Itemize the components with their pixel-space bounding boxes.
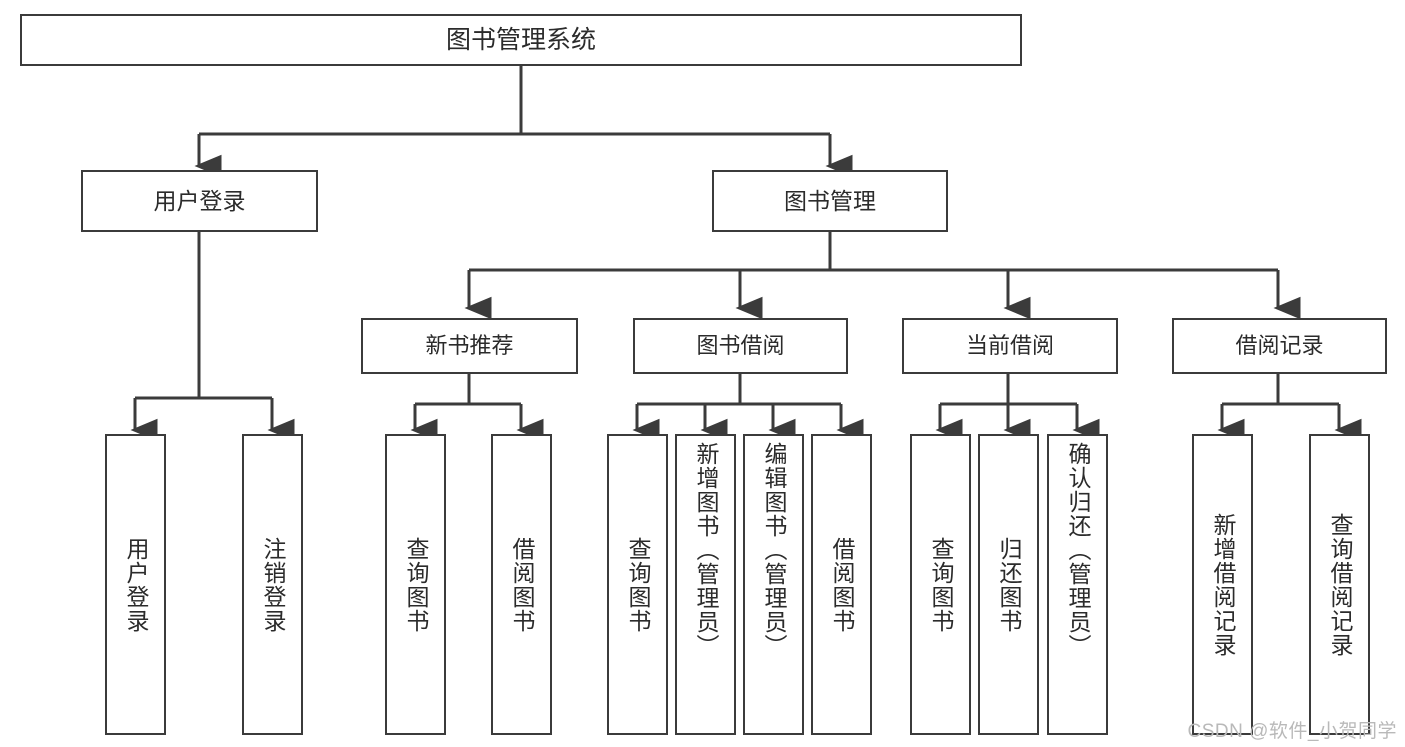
node-label: 查询图书 [928,536,954,633]
csdn-watermark: CSDN @软件_小贺同学 [1187,721,1397,742]
node-label: 查询借阅记录 [1327,512,1353,657]
node-label: 借阅记录 [1235,333,1324,359]
leaf-record-query-record[interactable]: 查询借阅记录 [1309,434,1370,735]
node-root-system[interactable]: 图书管理系统 [20,14,1022,66]
leaf-user-login-signin[interactable]: 用户登录 [105,434,166,735]
node-book-borrow[interactable]: 图书借阅 [633,318,848,374]
node-label: 图书管理系统 [445,25,596,54]
node-borrow-record[interactable]: 借阅记录 [1172,318,1387,374]
node-label: 借阅图书 [509,536,535,633]
node-label: 新增图书（管理员） [693,442,719,658]
node-label: 查询图书 [403,536,429,633]
node-label: 新书推荐 [425,333,514,359]
node-user-login[interactable]: 用户登录 [81,170,318,232]
node-label: 确认归还（管理员） [1065,442,1091,658]
node-label: 当前借阅 [965,333,1054,359]
node-label: 新增借阅记录 [1210,512,1236,657]
leaf-record-add-record[interactable]: 新增借阅记录 [1192,434,1253,735]
node-label: 归还图书 [996,536,1022,633]
node-label: 借阅图书 [829,536,855,633]
node-label: 用户登录 [123,536,149,633]
node-label: 图书管理 [784,187,876,214]
leaf-current-confirm-return-admin[interactable]: 确认归还（管理员） [1047,434,1108,735]
leaf-current-return-book[interactable]: 归还图书 [978,434,1039,735]
node-book-management[interactable]: 图书管理 [712,170,948,232]
leaf-borrow-borrow-book[interactable]: 借阅图书 [811,434,872,735]
leaf-recommend-query-book[interactable]: 查询图书 [385,434,446,735]
node-label: 用户登录 [153,187,246,214]
leaf-borrow-query-book[interactable]: 查询图书 [607,434,668,735]
leaf-user-login-signout[interactable]: 注销登录 [242,434,303,735]
leaf-current-query-book[interactable]: 查询图书 [910,434,971,735]
node-current-borrow[interactable]: 当前借阅 [902,318,1118,374]
node-label: 注销登录 [260,536,286,633]
leaf-borrow-edit-book-admin[interactable]: 编辑图书（管理员） [743,434,804,735]
node-label: 编辑图书（管理员） [761,442,787,658]
leaf-borrow-add-book-admin[interactable]: 新增图书（管理员） [675,434,736,735]
node-label: 图书借阅 [696,333,785,359]
leaf-recommend-borrow-book[interactable]: 借阅图书 [491,434,552,735]
node-label: 查询图书 [625,536,651,633]
node-new-book-recommend[interactable]: 新书推荐 [361,318,578,374]
